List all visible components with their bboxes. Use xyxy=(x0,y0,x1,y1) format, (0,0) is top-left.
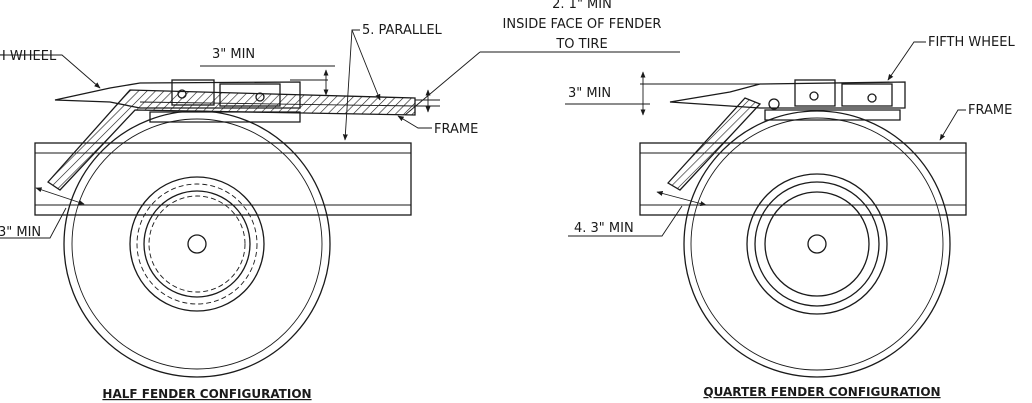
half-parallel-label: 5. PARALLEL xyxy=(362,23,443,38)
half-frame-label: FRAME xyxy=(434,122,478,137)
half-fifth-wheel-label: H WHEEL xyxy=(0,49,57,64)
quarter-fifth-wheel-label: FIFTH WHEEL xyxy=(928,35,1015,50)
quarter-fender-assembly: FIFTH WHEEL FRAME 3" MIN 4. 3" MIN QUART… xyxy=(565,35,1015,399)
quarter-fender xyxy=(666,97,762,191)
half-inside-face-line2: INSIDE FACE OF FENDER xyxy=(503,17,662,32)
quarter-3in-min-top-label: 3" MIN xyxy=(568,86,611,101)
tire xyxy=(63,110,331,378)
fifth-wheel xyxy=(54,79,301,123)
half-3in-min-bottom-label: 3" MIN xyxy=(0,225,41,240)
half-fender-caption: HALF FENDER CONFIGURATION xyxy=(102,387,311,401)
half-inside-face-line1: 2. 1" MIN xyxy=(552,0,612,12)
tire xyxy=(683,110,951,378)
half-fender-assembly: H WHEEL 3" MIN 5. PARALLEL 2. 1" MIN INS… xyxy=(0,0,680,401)
half-inside-face-line3: TO TIRE xyxy=(555,37,607,52)
quarter-frame-label: FRAME xyxy=(968,103,1012,118)
half-3in-min-top-label: 3" MIN xyxy=(212,47,255,62)
quarter-fender-caption: QUARTER FENDER CONFIGURATION xyxy=(703,385,940,399)
fifth-wheel xyxy=(669,79,906,121)
quarter-3in-min-bottom-label: 4. 3" MIN xyxy=(574,221,634,236)
